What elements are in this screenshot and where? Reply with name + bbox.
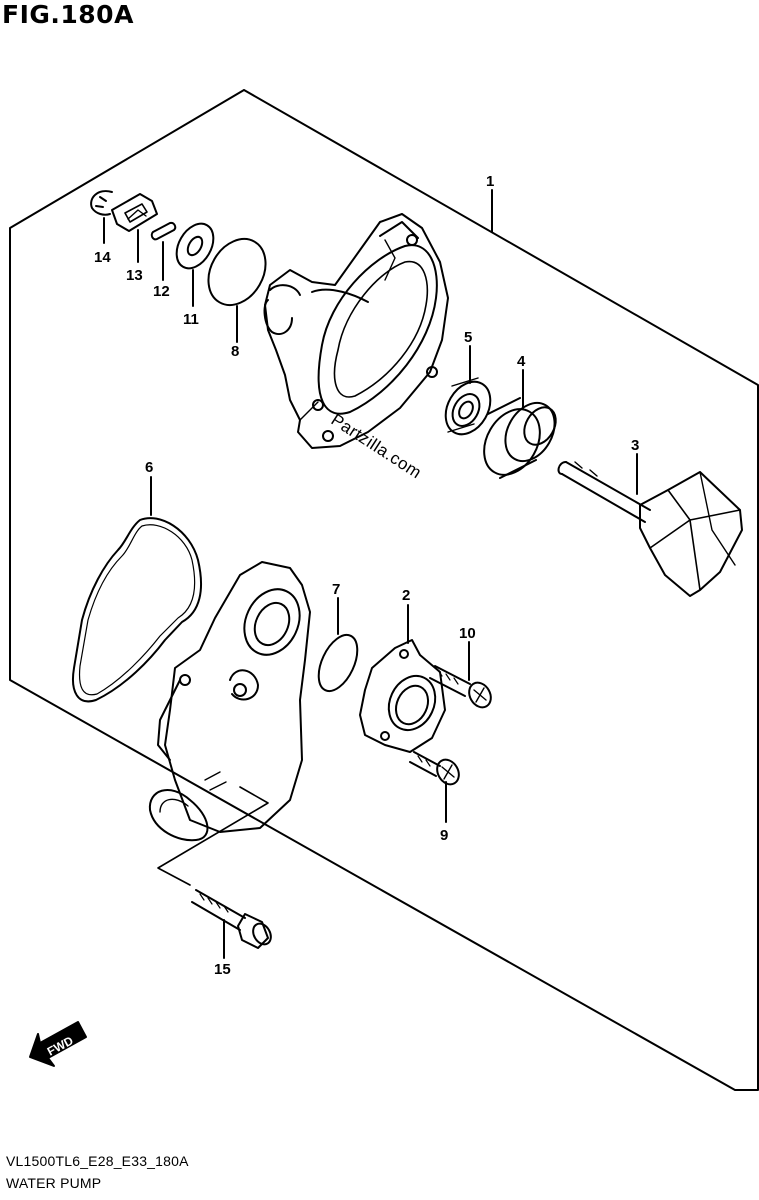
callout-12: 12 [153, 283, 170, 300]
callout-10: 10 [459, 625, 476, 642]
holder-part-13 [111, 193, 158, 232]
mechanical-seal-part-4 [483, 397, 557, 479]
callout-11: 11 [183, 311, 199, 328]
assembly-bracket [157, 786, 269, 886]
callout-6: 6 [145, 459, 153, 476]
impeller-shaft-part-3 [557, 461, 743, 597]
screw-part-9 [409, 751, 460, 786]
callout-15: 15 [214, 961, 231, 978]
callout-8: 8 [231, 343, 239, 360]
callout-5: 5 [464, 329, 472, 346]
callout-1: 1 [486, 173, 494, 190]
e-clip-part-14 [90, 190, 113, 216]
callout-3: 3 [631, 437, 639, 454]
pin-part-12 [150, 221, 177, 241]
oil-seal-part-5 [444, 377, 492, 436]
callout-13: 13 [126, 267, 143, 284]
pump-housing-part-1 [263, 213, 449, 449]
diagram-code: VL1500TL6_E28_E33_180A [6, 1153, 189, 1169]
washer-part-11 [175, 222, 215, 270]
diagram-caption: WATER PUMP [6, 1175, 102, 1191]
assembly-boundary [9, 89, 759, 1091]
callout-9: 9 [440, 827, 448, 844]
gasket-part-6 [72, 517, 202, 703]
screw-part-10 [429, 665, 492, 709]
callout-4: 4 [517, 353, 526, 370]
pump-cover [148, 561, 311, 842]
thermostat-cover-part-2 [359, 639, 446, 753]
bolt-part-15 [191, 889, 272, 949]
figure-title: FIG.180A [2, 0, 134, 29]
callout-7: 7 [332, 581, 340, 598]
o-ring-part-8 [207, 238, 267, 306]
fwd-arrow-icon [29, 1021, 87, 1067]
callout-14: 14 [94, 249, 111, 266]
o-ring-part-7 [317, 633, 359, 693]
gasket-inner-edge [78, 524, 196, 696]
callout-2: 2 [402, 587, 410, 604]
